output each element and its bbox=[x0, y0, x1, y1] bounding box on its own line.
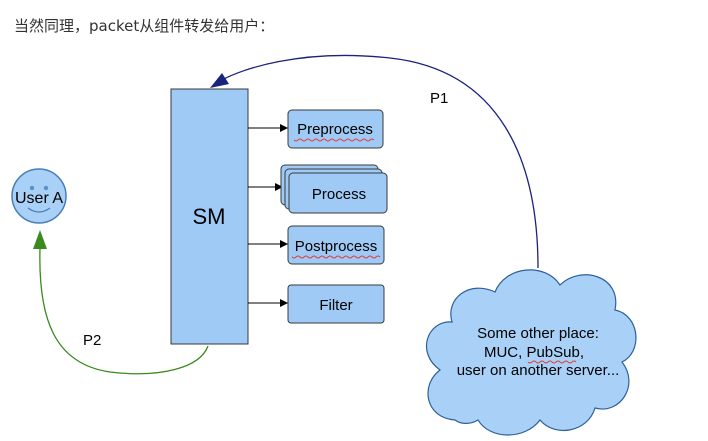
preprocess-label: Preprocess bbox=[297, 121, 373, 138]
filter-label: Filter bbox=[319, 297, 352, 314]
sm-node: SM bbox=[170, 88, 249, 345]
arrow-p2 bbox=[39, 247, 209, 375]
sm-box bbox=[170, 88, 249, 345]
filter-node: Filter bbox=[287, 284, 385, 324]
user-a-label: User A bbox=[15, 190, 63, 207]
process-box bbox=[288, 172, 388, 214]
filter-box bbox=[287, 284, 385, 324]
user-a-smile bbox=[27, 207, 51, 213]
preprocess-box bbox=[287, 109, 384, 149]
user-a-right-eye bbox=[43, 185, 49, 191]
arrow-p1 bbox=[221, 54, 539, 269]
caption-text: 当然同理，packet从组件转发给用户： bbox=[14, 17, 275, 35]
user-a-node: User A bbox=[11, 168, 67, 224]
arrow-p2-head bbox=[33, 230, 47, 249]
p1-label: P1 bbox=[430, 90, 448, 107]
cloud-line-1: Some other place: bbox=[477, 325, 599, 342]
postprocess-node: Postprocess bbox=[287, 225, 385, 265]
cloud-node: Some other place: MUC, PubSub, user on a… bbox=[425, 269, 637, 436]
preprocess-node: Preprocess bbox=[287, 109, 384, 149]
cloud-line-2: MUC, PubSub, bbox=[484, 344, 584, 361]
postprocess-box bbox=[287, 225, 385, 265]
arrow-p1-head bbox=[210, 73, 229, 88]
sm-label: SM bbox=[193, 204, 226, 229]
cloud-shape bbox=[425, 269, 637, 436]
preprocess-spellcheck-underline bbox=[293, 138, 375, 142]
process-label: Process bbox=[312, 186, 366, 203]
p2-label: P2 bbox=[83, 332, 101, 349]
pubsub-spellcheck-underline bbox=[527, 360, 577, 364]
postprocess-spellcheck-underline bbox=[291, 255, 381, 259]
postprocess-label: Postprocess bbox=[295, 238, 378, 255]
user-a-left-eye bbox=[29, 185, 35, 191]
cloud-line-3: user on another server... bbox=[457, 362, 620, 379]
user-a-face bbox=[11, 168, 67, 224]
process-node: Process bbox=[280, 164, 388, 214]
